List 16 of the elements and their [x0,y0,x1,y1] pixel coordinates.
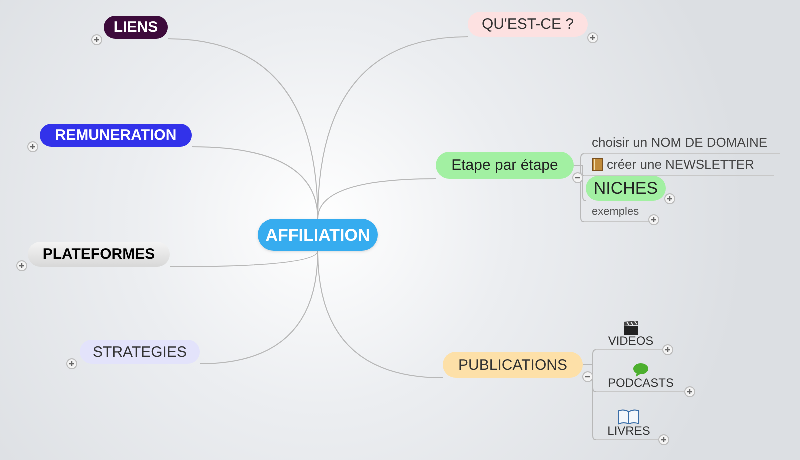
central-topic: AFFILIATION [258,219,378,251]
topic-pill: NICHES [586,176,666,201]
topic-pill: PLATEFORMES [28,242,170,267]
branch-line [318,250,444,378]
subtopic-text: choisir un NOM DE DOMAINE [584,132,780,154]
branch-line [170,250,318,268]
topic-pill: QU'EST-CE ? [468,12,588,37]
topic-pill: Etape par étape [436,152,574,179]
branch-line [318,178,436,220]
topic-pill: STRATEGIES [80,340,200,364]
subtopic-text: LIVRES [596,398,662,440]
subtopic-text: PODCASTS [596,355,686,392]
topic-pill: REMUNERATION [40,124,192,147]
subtopic-text: VIDEOS [596,313,666,350]
topic-pill: PUBLICATIONS [443,352,583,378]
topic-pill: LIENS [104,16,168,39]
